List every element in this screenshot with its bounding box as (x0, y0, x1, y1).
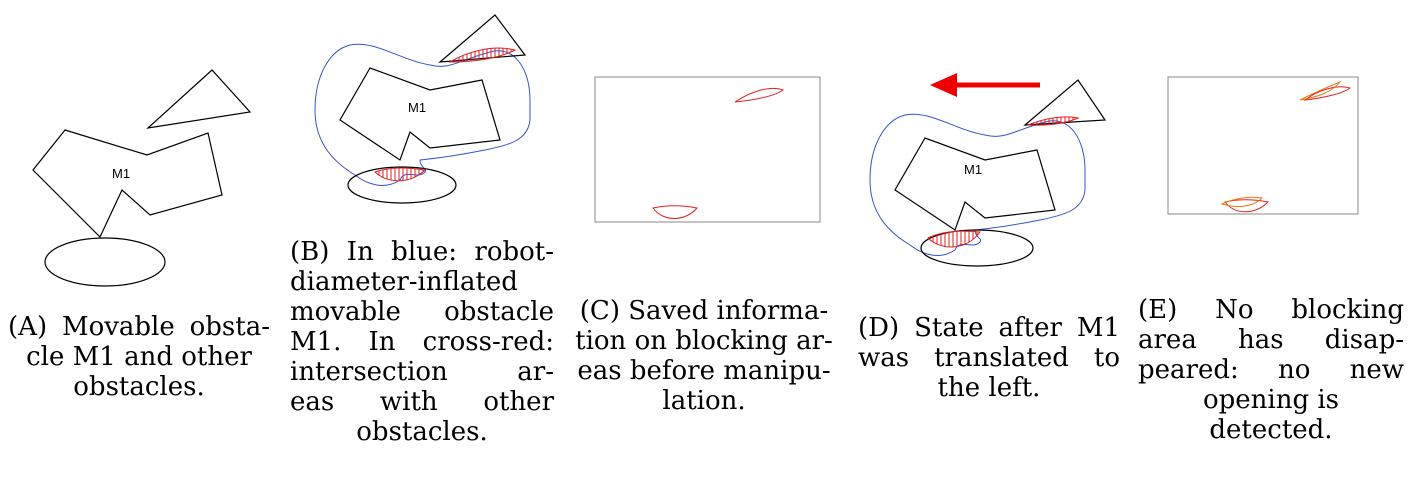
blocking-area-top (1027, 116, 1080, 126)
obstacle-ellipse (920, 229, 1034, 267)
caption-c-line-3: eas before manipu- (577, 356, 831, 386)
caption-d: (D) State after M1 was translated to the… (858, 313, 1120, 403)
caption-a-letter: A (18, 312, 37, 342)
panel-b-diagram: M1 (314, 14, 531, 204)
obstacle-m1 (894, 137, 1056, 231)
caption-b-line-3: movable obstacle (290, 297, 554, 327)
caption-c-line-1: (C) Saved informa- (573, 296, 835, 326)
caption-b-line-6: eas with other (290, 387, 554, 417)
saved-blocking-area-top (1303, 86, 1352, 101)
caption-e-letter: E (1148, 295, 1168, 325)
caption-a-text: Movable obsta- (61, 312, 270, 342)
caption-d-suffix: ) (889, 313, 900, 343)
caption-e-prefix: ( (1138, 295, 1149, 325)
inflated-m1-outline (869, 113, 1086, 256)
caption-b-line-2: diameter-inflated (290, 267, 518, 297)
caption-c-prefix: ( (579, 296, 590, 326)
caption-c-suffix: ) (609, 296, 620, 326)
caption-c-text: Saved informa- (628, 296, 829, 326)
caption-a-suffix: ) (36, 312, 48, 342)
caption-a-line-2: cle M1 and other (26, 342, 252, 372)
saved-blocking-area-top (734, 87, 785, 103)
caption-e: (E) No blocking area has disap- peared: … (1138, 295, 1404, 445)
caption-a-line-1: (A) Movable obsta- (8, 312, 270, 342)
caption-e-suffix: ) (1167, 295, 1178, 325)
m1-label: M1 (112, 166, 130, 181)
caption-e-line-4: opening is detected. (1202, 385, 1340, 445)
caption-b: (B) In blue: robot- diameter-inflated mo… (290, 237, 554, 447)
blocking-area-bottom (374, 167, 427, 182)
caption-b-prefix: ( (290, 237, 301, 267)
caption-e-line-2: area has disap- (1138, 325, 1404, 355)
blocking-area-bottom (927, 230, 981, 248)
panel-c-diagram (594, 76, 821, 223)
caption-d-line-2: was translated to (858, 343, 1120, 373)
frame-box (1167, 76, 1359, 215)
saved-blocking-area-bottom (652, 205, 698, 219)
caption-b-text: In blue: robot- (346, 237, 555, 267)
caption-e-line-1: (E) No blocking (1138, 295, 1404, 325)
obstacle-m1 (339, 67, 501, 161)
caption-d-letter: D (868, 313, 890, 343)
translation-arrow-head (930, 73, 957, 97)
caption-d-text: State after M1 (914, 313, 1120, 343)
caption-b-line-1: (B) In blue: robot- (290, 237, 554, 267)
caption-d-prefix: ( (858, 313, 869, 343)
blocking-area-top (448, 47, 517, 63)
caption-e-text: No blocking (1215, 295, 1404, 325)
caption-d-line-3: the left. (937, 373, 1041, 403)
frame-box (594, 76, 821, 223)
caption-c: (C) Saved informa- tion on blocking ar- … (573, 296, 835, 416)
caption-b-line-5: intersection ar- (290, 357, 554, 387)
current-blocking-area-bottom (1220, 196, 1264, 207)
obstacle-ellipse (44, 237, 166, 287)
saved-blocking-area-bottom (1224, 199, 1270, 213)
caption-d-line-1: (D) State after M1 (858, 313, 1120, 343)
caption-b-letter: B (300, 237, 320, 267)
obstacle-m1 (32, 129, 223, 239)
m1-label: M1 (964, 162, 982, 177)
caption-b-suffix: ) (319, 237, 330, 267)
caption-c-line-2: tion on blocking ar- (575, 326, 833, 356)
caption-a-line-3: obstacles. (73, 372, 205, 402)
caption-c-line-4: lation. (662, 386, 746, 416)
panel-d-diagram: M1 (869, 73, 1107, 267)
caption-b-line-7: obstacles. (356, 417, 488, 447)
caption-e-line-3: peared: no new (1138, 355, 1404, 385)
caption-c-letter: C (589, 296, 610, 326)
obstacle-ellipse (347, 166, 457, 204)
caption-a-prefix: ( (8, 312, 19, 342)
current-blocking-area-top (1299, 80, 1342, 101)
panel-a-diagram: M1 (32, 69, 252, 287)
caption-a: (A) Movable obsta- cle M1 and other obst… (8, 312, 270, 402)
panel-e-diagram (1167, 76, 1359, 215)
m1-label: M1 (408, 100, 426, 115)
obstacle-triangle (146, 69, 252, 129)
caption-b-line-4: M1. In cross-red: (290, 327, 554, 357)
